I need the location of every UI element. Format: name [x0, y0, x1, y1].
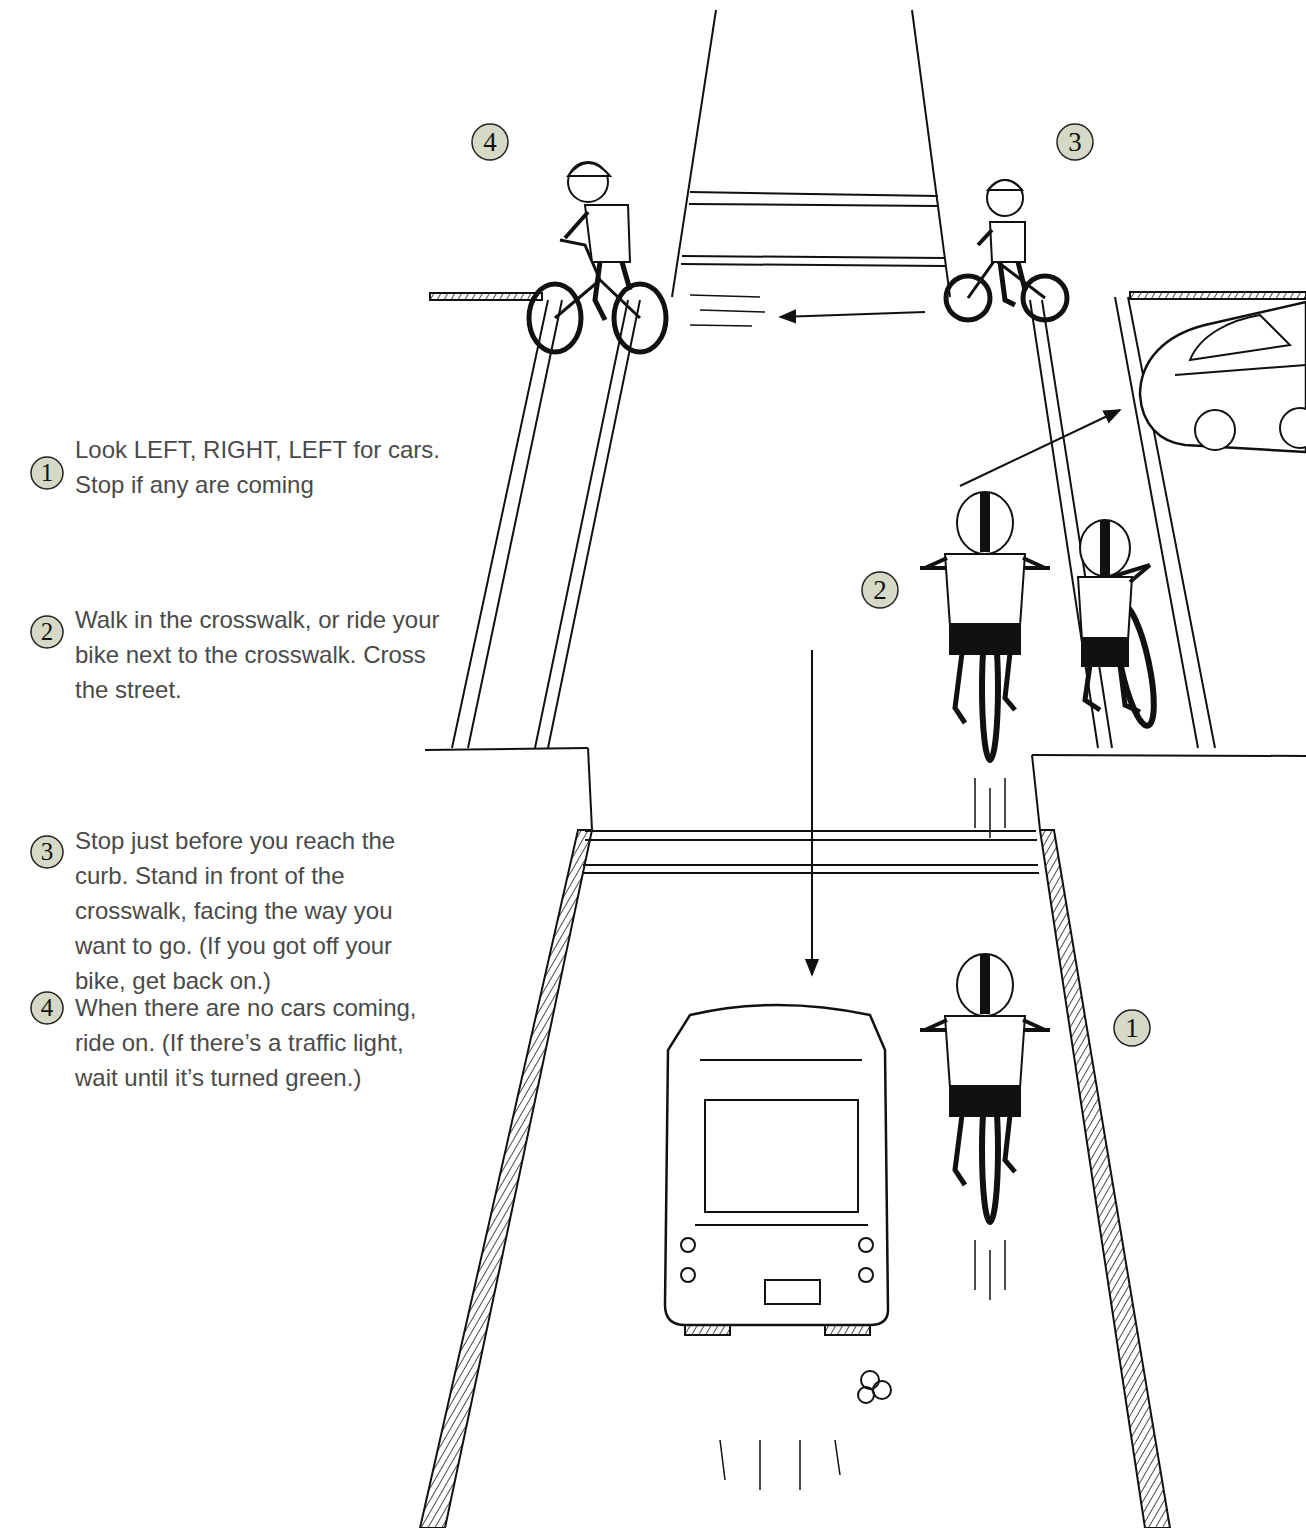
sidewalk-edge-part [430, 293, 542, 300]
rider-top-right-part [987, 180, 1023, 216]
circle-shape [862, 572, 898, 608]
near-car-part [705, 1100, 858, 1212]
callout-number: 3 [30, 835, 64, 869]
far-car-part [1190, 315, 1290, 360]
rider-top-right-part [990, 222, 1025, 262]
near-car-part [825, 1325, 870, 1335]
circle-shape [31, 992, 63, 1024]
rider-walking-part [1080, 520, 1130, 576]
rider-top-right-part [1000, 262, 1025, 305]
callout-number: 1 [30, 456, 64, 490]
rider-middle-part [920, 492, 1050, 838]
callout-number: 2 [861, 571, 899, 609]
far-road-part [912, 10, 950, 297]
near-car-part [873, 1381, 891, 1399]
callout-number: 2 [30, 615, 64, 649]
rider-top-left-part [585, 205, 630, 262]
near-car-part [681, 1238, 695, 1252]
callout-circle: 2 [30, 615, 64, 649]
callout-circle: 3 [1056, 123, 1094, 161]
sidewalk-edge [430, 292, 1306, 300]
arrows [690, 295, 1120, 975]
callout-circle: 4 [471, 123, 509, 161]
near-car-part [859, 1268, 873, 1282]
callout-circle: 4 [30, 991, 64, 1025]
far-road [672, 10, 950, 297]
callout-number: 3 [1056, 123, 1094, 161]
cross-street-lines-part [452, 300, 562, 748]
far-car-part [1175, 365, 1306, 375]
rider-walking-part [1100, 520, 1110, 575]
curb [420, 748, 1170, 1528]
callout-circle: 1 [1113, 1009, 1151, 1047]
rider-walking-part [1078, 577, 1132, 640]
rider-top-right [946, 180, 1067, 320]
circle-shape [1114, 1010, 1150, 1046]
arrows-part [811, 650, 813, 975]
circle-shape [31, 616, 63, 648]
rider-near-part [920, 954, 1050, 1300]
rider-middle [920, 492, 1050, 838]
circle-shape [31, 457, 63, 489]
instruction-text: Look LEFT, RIGHT, LEFT for cars. Stop if… [75, 432, 447, 502]
cross-street-lines-part [1032, 755, 1306, 756]
instruction-text: Stop just before you reach the curb. Sta… [75, 823, 447, 998]
rider-top-left [529, 162, 666, 352]
rider-walking-part [1130, 565, 1150, 582]
rider-near [920, 954, 1050, 1300]
curb-part [1040, 830, 1170, 1528]
callout-number: 4 [30, 991, 64, 1025]
cross-street-lines-part [425, 748, 588, 750]
far-road-part [672, 10, 716, 297]
cross-street-lines [425, 297, 1306, 756]
rider-walking [1078, 520, 1162, 729]
rider-top-left-part [595, 262, 630, 320]
rider-top-left-part [568, 163, 610, 176]
far-car-part [1195, 410, 1235, 450]
circle-shape [31, 836, 63, 868]
far-car [1140, 302, 1306, 452]
near-car-part [765, 1280, 820, 1304]
near-car-part [681, 1268, 695, 1282]
rider-top-left-part [565, 212, 588, 238]
callout-circle: 3 [30, 835, 64, 869]
arrows-part [690, 295, 765, 326]
sidewalk-edge-part [1130, 292, 1306, 299]
callout-circle: 1 [30, 456, 64, 490]
far-road-part [689, 192, 939, 206]
rider-top-right-part [978, 230, 992, 245]
rider-walking-part [1085, 665, 1140, 712]
rider-top-right-part [988, 180, 1022, 190]
curb-part [1032, 755, 1040, 830]
curb-part [420, 830, 592, 1528]
near-car-part [685, 1325, 730, 1335]
near-car [665, 1005, 891, 1490]
callout-number: 1 [1113, 1009, 1151, 1047]
callout-number: 4 [471, 123, 509, 161]
near-car-part [720, 1440, 840, 1490]
instruction-text: When there are no cars coming, ride on. … [75, 990, 447, 1095]
near-car-part [858, 1387, 874, 1403]
circle-shape [1057, 124, 1093, 160]
rider-walking-part [1082, 638, 1128, 666]
near-car-part [665, 1005, 888, 1325]
callout-circle: 2 [861, 571, 899, 609]
instruction-text: Walk in the crosswalk, or ride your bike… [75, 602, 447, 707]
arrows-part [780, 312, 925, 317]
far-road-part [681, 256, 945, 266]
near-car-part [695, 1060, 868, 1225]
curb-part [588, 748, 592, 830]
near-car-part [859, 1238, 873, 1252]
circle-shape [472, 124, 508, 160]
far-car-part [1280, 408, 1306, 448]
arrows-part [960, 410, 1120, 486]
cross-street-lines-part [535, 300, 640, 748]
